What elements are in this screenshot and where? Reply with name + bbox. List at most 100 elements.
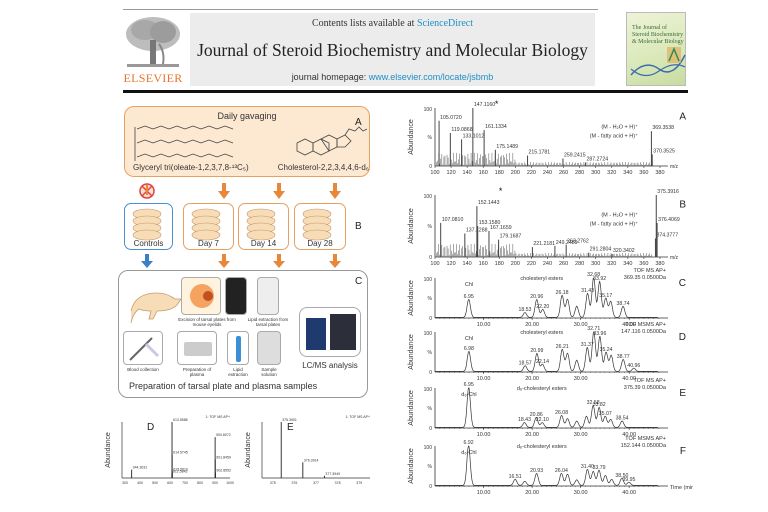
x-tick-label: 300 bbox=[591, 170, 600, 176]
sciencedirect-link[interactable]: ScienceDirect bbox=[416, 18, 474, 29]
panel-c-caption: Preparation of tarsal plate and plasma s… bbox=[129, 381, 318, 391]
daily-gavaging-title: Daily gavaging bbox=[217, 111, 277, 121]
peak-label: 107.0810 bbox=[442, 217, 464, 223]
y-axis-label: Abundance bbox=[408, 208, 415, 244]
panel-letter: B bbox=[679, 199, 686, 210]
group-label: d₆-cholesteryl esters bbox=[517, 386, 567, 392]
x-tick-label: 280 bbox=[575, 170, 584, 176]
mass-window: 369.35 0.0500Da bbox=[624, 275, 667, 281]
chl-label: Chl bbox=[465, 336, 473, 342]
no-gavage-icon bbox=[139, 183, 155, 199]
x-tick-label: 260 bbox=[559, 261, 568, 267]
y-axis-label: Abundance bbox=[408, 119, 415, 155]
x-tick-label: 20.00 bbox=[525, 432, 539, 438]
x-tick-label: 380 bbox=[655, 170, 664, 176]
dna-helix-icon bbox=[630, 47, 686, 77]
scan-mode: TOF MSMS AP+ bbox=[625, 322, 666, 328]
tarsal-plate-image bbox=[225, 277, 247, 315]
chromatogram-trace bbox=[435, 387, 658, 428]
x-tick-label: 160 bbox=[479, 170, 488, 176]
chromatogram-trace bbox=[435, 445, 658, 486]
arrows-row-2 bbox=[141, 254, 341, 268]
mass-window: 152.144 0.0500Da bbox=[621, 443, 667, 449]
elsevier-logo[interactable]: ELSEVIER bbox=[123, 14, 183, 86]
peak-label: 26.04 bbox=[555, 468, 568, 474]
journal-header: Contents lists available at ScienceDirec… bbox=[190, 13, 595, 86]
y-axis-label: Abundance bbox=[408, 390, 415, 426]
x-tick-label: 260 bbox=[559, 170, 568, 176]
peak-label: 287.2724 bbox=[586, 157, 608, 163]
x-tick-label: 20.00 bbox=[525, 376, 539, 382]
group-label: Day 14 bbox=[250, 239, 277, 248]
peak-label: 33.79 bbox=[593, 465, 606, 471]
peak-label: 40.96 bbox=[627, 363, 640, 369]
peak-label: 105.0720 bbox=[440, 115, 462, 121]
x-tick-label: 40.00 bbox=[622, 490, 636, 496]
x-tick-label: 380 bbox=[655, 261, 664, 267]
peak-label: 39.95 bbox=[622, 477, 635, 483]
ms-instrument bbox=[330, 314, 356, 350]
x-tick-label: 300 bbox=[122, 481, 128, 485]
annotation: (M - H₂O + H)⁺ bbox=[601, 212, 638, 219]
step-lcms: LC/MS analysis bbox=[302, 361, 358, 370]
y-tick-label: 0 bbox=[429, 484, 432, 490]
peak-label: 376.3914 bbox=[304, 458, 319, 462]
homepage-line: journal homepage: www.elsevier.com/locat… bbox=[190, 72, 595, 82]
x-tick-label: 379 bbox=[356, 481, 362, 485]
chl-label: d₆-Chl bbox=[461, 450, 476, 456]
peak-label: 374.3777 bbox=[656, 232, 678, 238]
contents-line: Contents lists available at ScienceDirec… bbox=[190, 18, 595, 29]
peak-label: 291.2804 bbox=[590, 247, 612, 253]
peak-label: 249.2489 bbox=[556, 240, 578, 246]
peak-label: 26.21 bbox=[556, 344, 569, 350]
x-tick-label: 100 bbox=[430, 261, 439, 267]
x-tick-label: 10.00 bbox=[477, 322, 491, 328]
y-tick-label: 0 bbox=[429, 370, 432, 376]
mass-window: 147.116 0.0500Da bbox=[621, 329, 667, 335]
group-label: Day 28 bbox=[307, 239, 333, 248]
peak-label: 31.43 bbox=[581, 288, 594, 294]
y-tick-label: % bbox=[428, 296, 433, 302]
mice-icon bbox=[191, 208, 221, 241]
panel-letter: E bbox=[287, 422, 294, 433]
star-marker: * bbox=[499, 186, 503, 196]
peak-label: 615.5610 bbox=[173, 467, 188, 471]
y-tick-label: % bbox=[428, 135, 433, 141]
x-tick-label: 20.00 bbox=[525, 322, 539, 328]
journal-cover[interactable]: The Journal of Steroid Biochemistry & Mo… bbox=[626, 12, 686, 86]
panel-letter: D bbox=[679, 332, 686, 343]
chromatogram-trace bbox=[435, 331, 658, 372]
x-tick-label: 30.00 bbox=[574, 322, 588, 328]
step-lipid: Lipid extraction bbox=[228, 367, 248, 377]
peak-label: 377.3949 bbox=[325, 472, 340, 476]
mice-icon bbox=[246, 208, 276, 241]
homepage-prefix: journal homepage: bbox=[291, 72, 369, 82]
y-axis-label: Abundance bbox=[408, 280, 415, 316]
chl-label: Chl bbox=[465, 282, 473, 288]
peak-label: 370.3525 bbox=[653, 148, 675, 154]
panel-letter: C bbox=[679, 278, 686, 289]
peak-label: 20.86 bbox=[530, 412, 543, 418]
peak-label: 33.82 bbox=[593, 402, 606, 408]
chl-label: d₆-Chl bbox=[461, 392, 476, 398]
x-tick-label: 40.00 bbox=[622, 432, 636, 438]
peak-label: 119.0868 bbox=[451, 127, 472, 133]
x-tick-label: 160 bbox=[479, 261, 488, 267]
lc-instrument bbox=[306, 318, 326, 350]
peak-label: 133.1012 bbox=[463, 133, 485, 139]
x-tick-label: 40.00 bbox=[622, 322, 636, 328]
homepage-link[interactable]: www.elsevier.com/locate/jsbmb bbox=[368, 72, 494, 82]
scan-mode: TOF MSMS AP+ bbox=[625, 436, 666, 442]
peak-label: 16.51 bbox=[509, 474, 522, 480]
group-label: d₆-cholesteryl esters bbox=[517, 444, 567, 450]
scan-mode: TOF MS AP+ bbox=[634, 268, 666, 274]
peak-label: 32.71 bbox=[587, 326, 600, 332]
peak-label: 167.1659 bbox=[490, 225, 512, 231]
eye-icon bbox=[190, 284, 214, 308]
peak-label: 612.5843 bbox=[173, 470, 188, 474]
group-label: cholesteryl esters bbox=[520, 276, 563, 282]
peak-label: 18.53 bbox=[518, 307, 531, 313]
group-controls: Controls bbox=[124, 203, 173, 250]
